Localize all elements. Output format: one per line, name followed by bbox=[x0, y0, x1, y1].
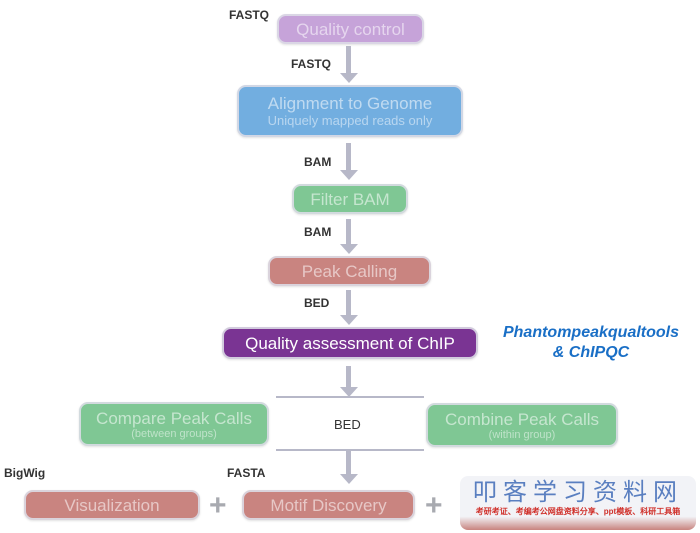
input-format-label-fasta: FASTA bbox=[227, 466, 266, 480]
input-format-label-bam-1: BAM bbox=[304, 155, 332, 169]
input-format-label-bigwig: BigWig bbox=[4, 466, 46, 480]
input-format-label-bed: BED bbox=[304, 296, 330, 310]
tools-annotation-line1: Phantompeakqualtools bbox=[502, 324, 680, 341]
branch-divider-top bbox=[276, 396, 424, 398]
flow-arrow-icon bbox=[340, 290, 358, 325]
input-format-label-fastq-1: FASTQ bbox=[229, 8, 270, 22]
plus-icon: + bbox=[425, 489, 443, 522]
step-alignment-sublabel: Uniquely mapped reads only bbox=[267, 112, 433, 128]
step-alignment-label: Alignment to Genome bbox=[267, 93, 433, 113]
step-filter-bam-label: Filter BAM bbox=[310, 189, 390, 209]
step-visualization-label: Visualization bbox=[64, 495, 160, 515]
step-quality-assessment-label: Quality assessment of ChIP bbox=[245, 333, 455, 353]
step-combine-peak-calls[interactable]: Combine Peak Calls (within group) bbox=[426, 403, 618, 447]
step-peak-calling-label: Peak Calling bbox=[301, 261, 398, 281]
step-visualization[interactable]: Visualization bbox=[24, 490, 200, 520]
flow-arrow-icon bbox=[340, 219, 358, 254]
tools-annotation-line2: & ChIPQC bbox=[552, 344, 630, 361]
step-motif-discovery-label: Motif Discovery bbox=[270, 495, 387, 515]
step-compare-peak-calls-label: Compare Peak Calls bbox=[96, 408, 252, 428]
step-quality-assessment[interactable]: Quality assessment of ChIP bbox=[222, 327, 478, 359]
flow-arrow-icon bbox=[340, 451, 358, 485]
watermark-banner: 叩客学习资料网 考研考证、考编考公网盘资料分享、ppt模板、科研工具箱 bbox=[460, 476, 696, 530]
branch-format-label-bed: BED bbox=[334, 417, 361, 432]
flow-arrow-icon bbox=[340, 46, 358, 83]
step-quality-control[interactable]: Quality control bbox=[277, 14, 424, 44]
step-motif-discovery[interactable]: Motif Discovery bbox=[242, 490, 415, 520]
watermark-subtitle: 考研考证、考编考公网盘资料分享、ppt模板、科研工具箱 bbox=[475, 507, 681, 516]
watermark-title: 叩客学习资料网 bbox=[473, 478, 683, 506]
branch-divider-bottom bbox=[276, 449, 424, 451]
input-format-label-fastq-2: FASTQ bbox=[291, 57, 332, 71]
tools-annotation: Phantompeakqualtools & ChIPQC bbox=[488, 323, 694, 363]
flow-arrow-icon bbox=[340, 366, 358, 398]
step-peak-calling[interactable]: Peak Calling bbox=[268, 256, 431, 286]
plus-icon: + bbox=[209, 489, 227, 522]
step-compare-peak-calls[interactable]: Compare Peak Calls (between groups) bbox=[79, 402, 269, 446]
step-combine-peak-calls-sublabel: (within group) bbox=[488, 428, 556, 441]
input-format-label-bam-2: BAM bbox=[304, 225, 332, 239]
step-alignment[interactable]: Alignment to Genome Uniquely mapped read… bbox=[237, 85, 463, 137]
step-compare-peak-calls-sublabel: (between groups) bbox=[131, 427, 217, 440]
step-filter-bam[interactable]: Filter BAM bbox=[292, 184, 408, 214]
flow-arrow-icon bbox=[340, 143, 358, 180]
step-quality-control-label: Quality control bbox=[296, 19, 405, 39]
step-combine-peak-calls-label: Combine Peak Calls bbox=[444, 409, 599, 429]
